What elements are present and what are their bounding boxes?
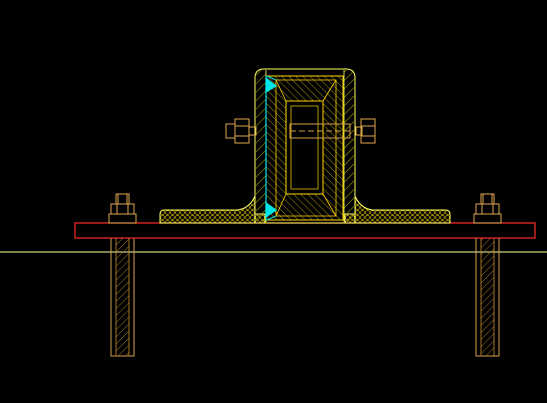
through-bolt (225, 118, 376, 144)
base-plate (74, 222, 536, 239)
channel-insert (265, 75, 344, 221)
channel-window (285, 100, 324, 195)
left-anchor-nut (108, 193, 137, 224)
weld-seam (265, 75, 278, 221)
right-anchor-nut (473, 193, 502, 224)
right-anchor-bolt (475, 237, 500, 357)
left-anchor-bolt (110, 237, 135, 357)
